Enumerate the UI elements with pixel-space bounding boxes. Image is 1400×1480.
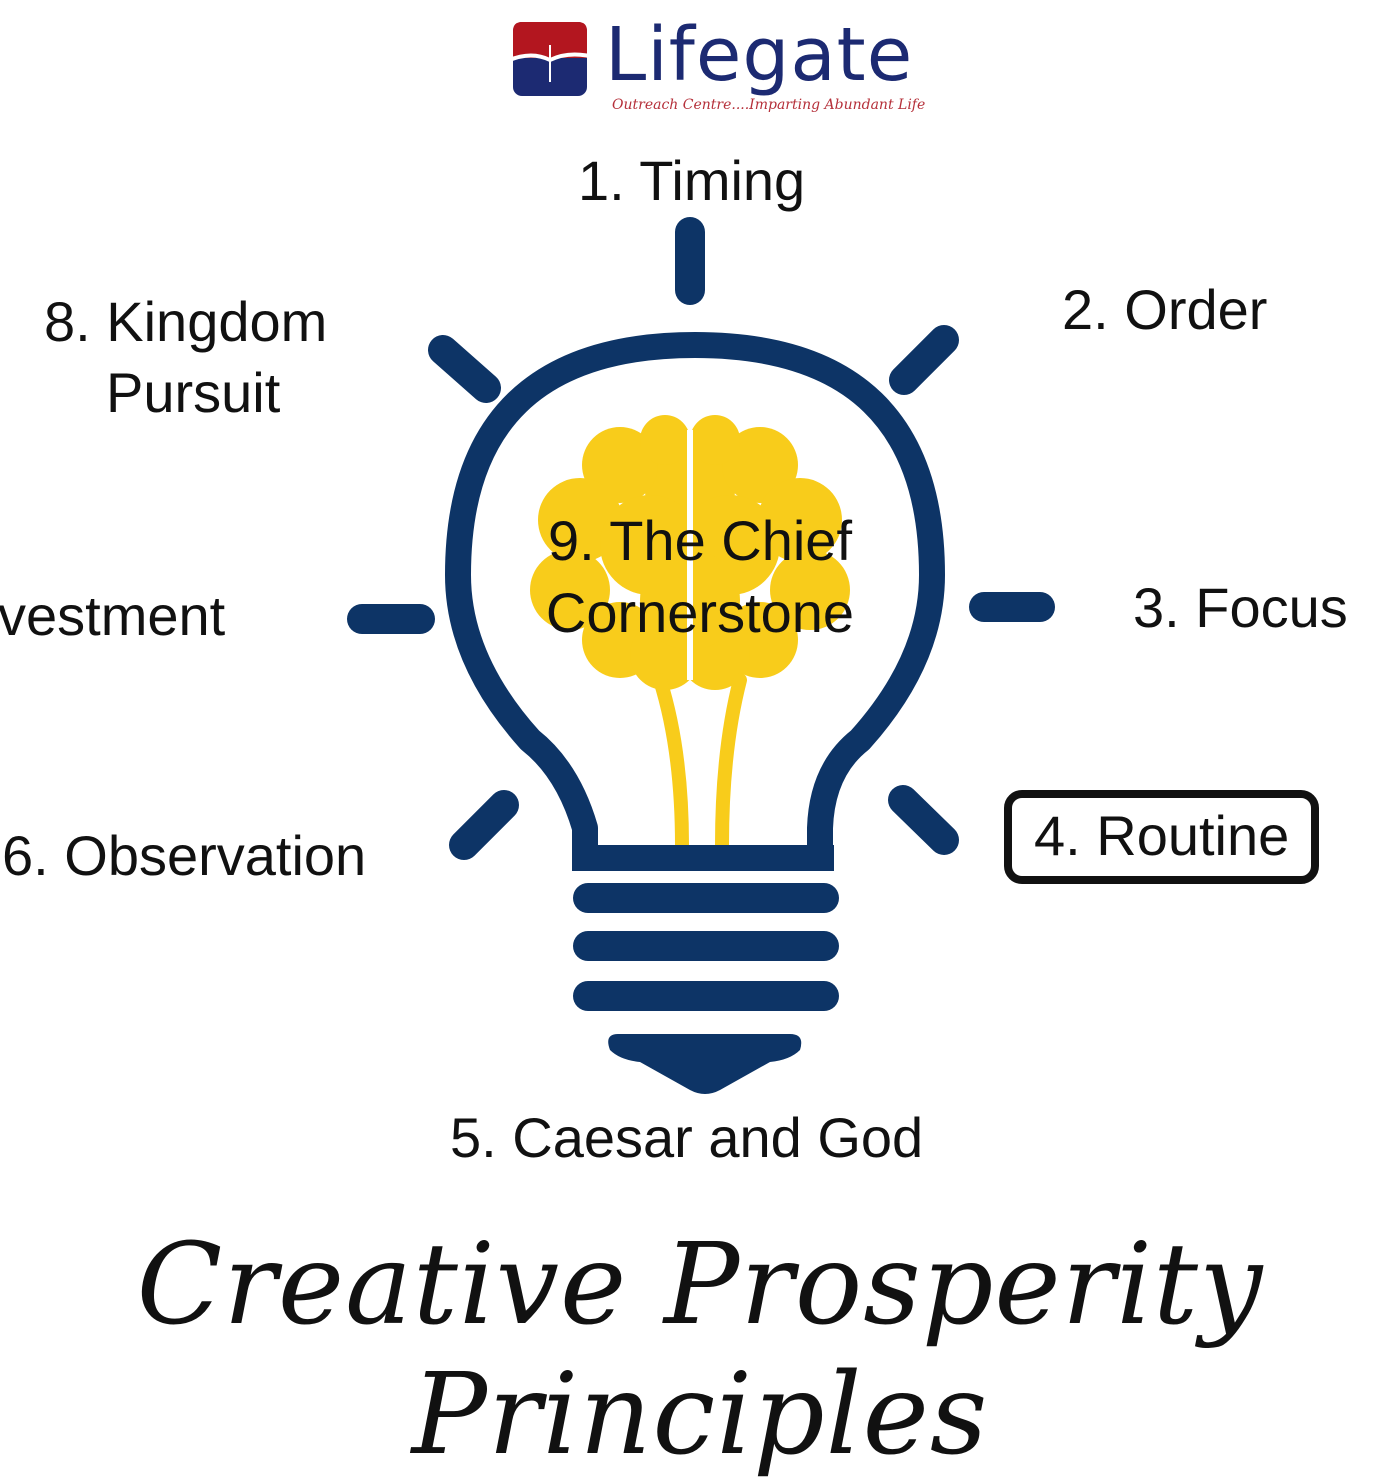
principle-observation: 6. Observation [2, 824, 367, 887]
principle-routine: 4. Routine [1004, 790, 1320, 884]
light-rays [347, 217, 1055, 860]
principle-investment-partial: vestment [0, 584, 226, 647]
principle-caesar-and-god: 5. Caesar and God [450, 1106, 924, 1169]
principle-timing: 1. Timing [578, 149, 806, 212]
ray-bottom-left [449, 790, 519, 860]
lifegate-logo-icon [504, 22, 599, 96]
logo-name: Lifegate [605, 12, 914, 98]
principle-kingdom-line2: Pursuit [106, 361, 281, 424]
ray-top-right [889, 325, 959, 395]
ray-bottom-right [888, 785, 959, 855]
logo-tagline: Outreach Centre....Imparting Abundant Li… [612, 97, 926, 113]
principle-focus: 3. Focus [1133, 576, 1348, 639]
brain-stem [653, 673, 747, 852]
principle-chief-cornerstone: 9. The Chief Cornerstone [450, 505, 950, 649]
lightbulb-diagram [347, 22, 1055, 1094]
chief-cornerstone-line2: Cornerstone [545, 581, 855, 644]
chief-cornerstone-line1: 9. The Chief [547, 509, 853, 572]
principle-order: 2. Order [1062, 278, 1268, 341]
ray-top-left [428, 335, 501, 403]
footer-title: Creative Prosperity Principles [136, 1220, 1264, 1480]
bulb-tip [608, 1034, 802, 1094]
bulb-base [573, 883, 839, 1011]
bulb-outline [445, 332, 945, 858]
principle-kingdom-line1: 8. Kingdom [44, 290, 328, 353]
